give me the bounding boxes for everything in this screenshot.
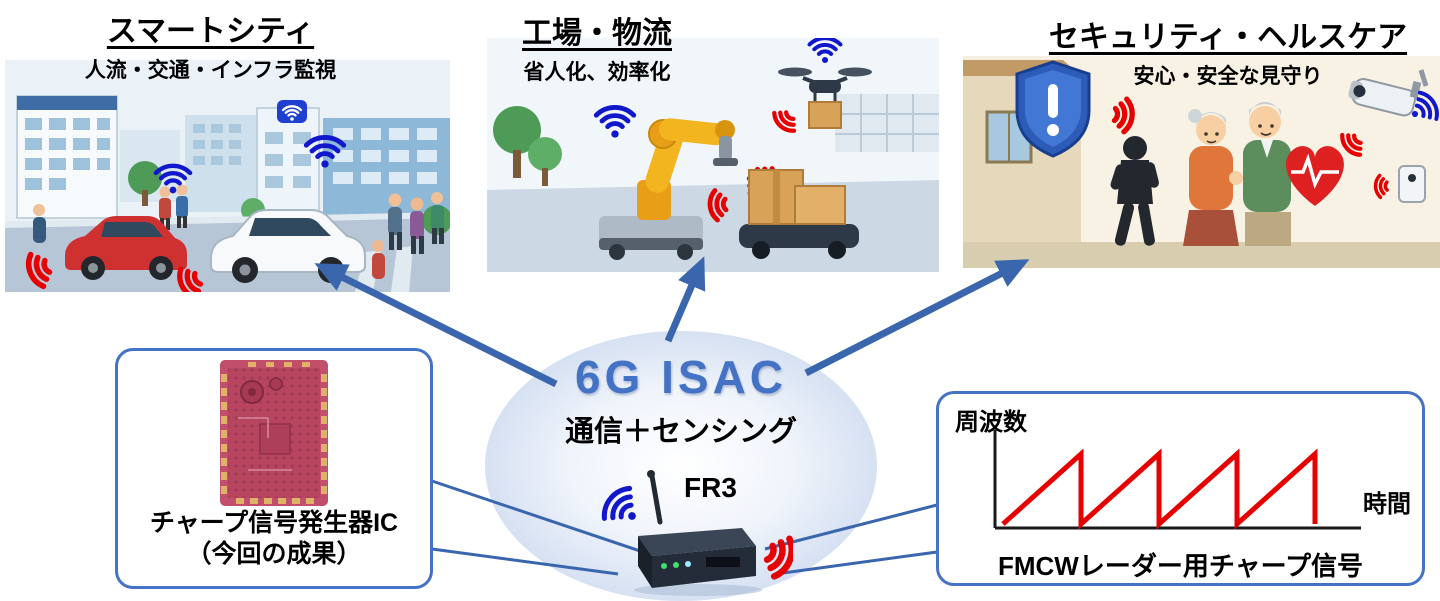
cardboard-box (794, 185, 846, 225)
robot-arm (599, 118, 738, 260)
chirp-ic-caption-line1: チャープ信号発生器IC (149, 509, 399, 537)
burglar (1110, 136, 1159, 246)
security-illustration (963, 56, 1440, 268)
smart-city-title: スマートシティ (106, 15, 315, 48)
wifi-icon (598, 483, 647, 533)
heart-ecg-icon (1286, 146, 1344, 206)
arrow-to-factory (664, 256, 706, 343)
status-led (661, 563, 667, 569)
factory-header: 工場・物流 省人化、効率化 (472, 8, 722, 86)
sawtooth-chart (993, 430, 1361, 530)
fmcw-caption: FMCWレーダー用チャープ信号 (997, 551, 1364, 581)
isac-title: 6G ISAC (574, 351, 788, 403)
cardboard-box (808, 101, 842, 129)
chirp-ic-caption-line2: （今回の成果） (186, 539, 362, 568)
isac-subtitle: 通信＋センシング (564, 416, 797, 448)
security-healthcare-scene (963, 56, 1440, 268)
pedestrians (33, 184, 444, 279)
chirp-ic-box: チャープ信号発生器IC （今回の成果） (115, 348, 433, 589)
alert-shield-icon (1015, 60, 1091, 158)
wall-sensor (1398, 165, 1426, 203)
wireless-router-illustration (598, 470, 793, 596)
factory-subtitle: 省人化、効率化 (523, 61, 671, 84)
chirp-generator-ic-photo (220, 360, 328, 506)
radar-icon (762, 534, 793, 580)
fr3-band-label: FR3 (684, 472, 737, 503)
tree (128, 161, 162, 195)
security-title: セキュリティ・ヘルスケア (1048, 21, 1408, 54)
smart-city-subtitle: 人流・交通・インフラ監視 (84, 59, 337, 82)
smart-city-header: スマートシティ 人流・交通・インフラ監視 (18, 6, 403, 84)
elderly-couple (1183, 102, 1291, 246)
delivery-drone (778, 67, 872, 129)
smart-city-illustration (5, 60, 450, 292)
chart-xlabel: 時間 (1363, 491, 1411, 518)
base-station (598, 462, 793, 598)
wifi-bubble-icon (277, 100, 307, 123)
factory-illustration (487, 38, 939, 272)
red-car (65, 216, 187, 280)
tree (493, 106, 541, 154)
factory-title: 工場・物流 (522, 17, 672, 50)
status-led (673, 562, 679, 568)
sawtooth-chirp-wave (1001, 448, 1318, 530)
security-subtitle: 安心・安全な見守り (1133, 65, 1323, 88)
chart-ylabel: 周波数 (955, 409, 1027, 436)
status-led (685, 561, 691, 567)
smart-city-scene (5, 60, 450, 292)
factory-logistics-scene (487, 38, 939, 272)
antenna (649, 473, 663, 525)
security-header: セキュリティ・ヘルスケア 安心・安全な見守り (1022, 12, 1434, 90)
agv-cart (739, 169, 859, 259)
fmcw-chart-box: 周波数 時間 FMCWレーダー用チャープ信号 (936, 391, 1425, 586)
security-camera (1348, 78, 1422, 117)
